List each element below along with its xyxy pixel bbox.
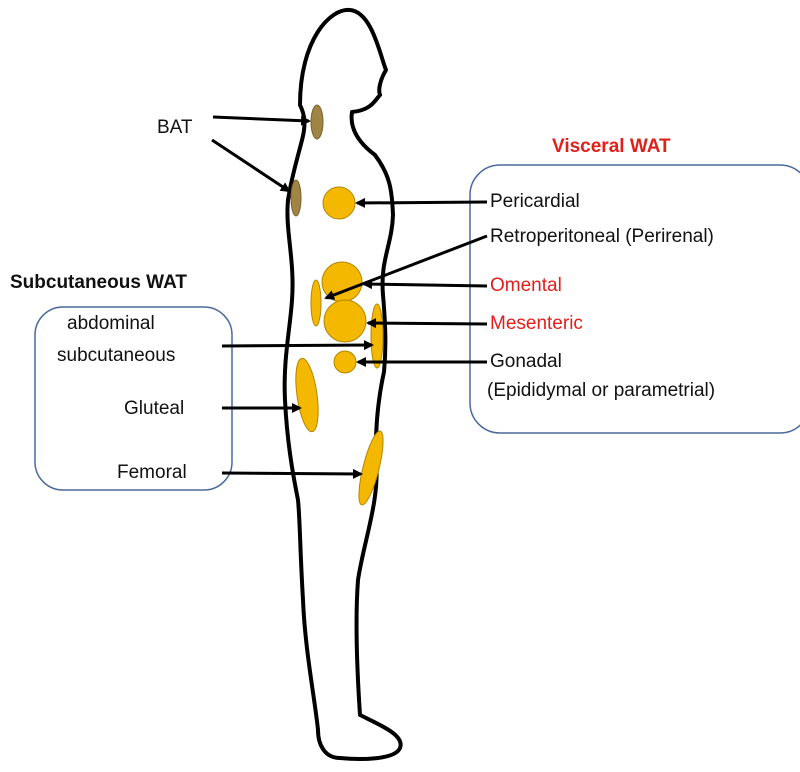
abdominal-label: abdominal [67, 313, 155, 335]
femoral-arrow [222, 473, 361, 474]
gluteal-label: Gluteal [124, 398, 184, 420]
pericardial-depot [323, 187, 355, 219]
omental-arrow [364, 284, 487, 286]
bat-label: BAT [157, 117, 193, 139]
pericardial-label: Pericardial [490, 191, 580, 213]
bat-chest-arrow [212, 140, 289, 191]
abdominal-subcutaneous-arrow [222, 345, 372, 346]
mesenteric-label: Mesenteric [490, 313, 583, 335]
subcutaneous-wat-title: Subcutaneous WAT [10, 272, 187, 294]
mesenteric-depot [324, 300, 366, 342]
omental-label: Omental [490, 275, 562, 297]
femoral-label: Femoral [117, 462, 187, 484]
gonadal-depot [334, 351, 356, 373]
bat-supraclavicular-depot [291, 180, 301, 216]
gluteal-depot [292, 357, 322, 433]
bat-neck-arrow [213, 117, 309, 121]
pericardial-arrow [357, 202, 487, 203]
gonadal-detail-label: (Epididymal or parametrial) [487, 380, 715, 402]
mesenteric-arrow [368, 323, 487, 324]
retroperitoneal-depot [311, 280, 321, 326]
retroperitoneal-label: Retroperitoneal (Perirenal) [490, 226, 714, 248]
gonadal-label: Gonadal [490, 351, 562, 373]
visceral-wat-title: Visceral WAT [552, 136, 671, 158]
bat-neck-depot [311, 105, 323, 139]
abdominal-subcutaneous-depot [371, 304, 383, 368]
subcutaneous-label: subcutaneous [57, 345, 175, 367]
femoral-depot [354, 429, 388, 507]
